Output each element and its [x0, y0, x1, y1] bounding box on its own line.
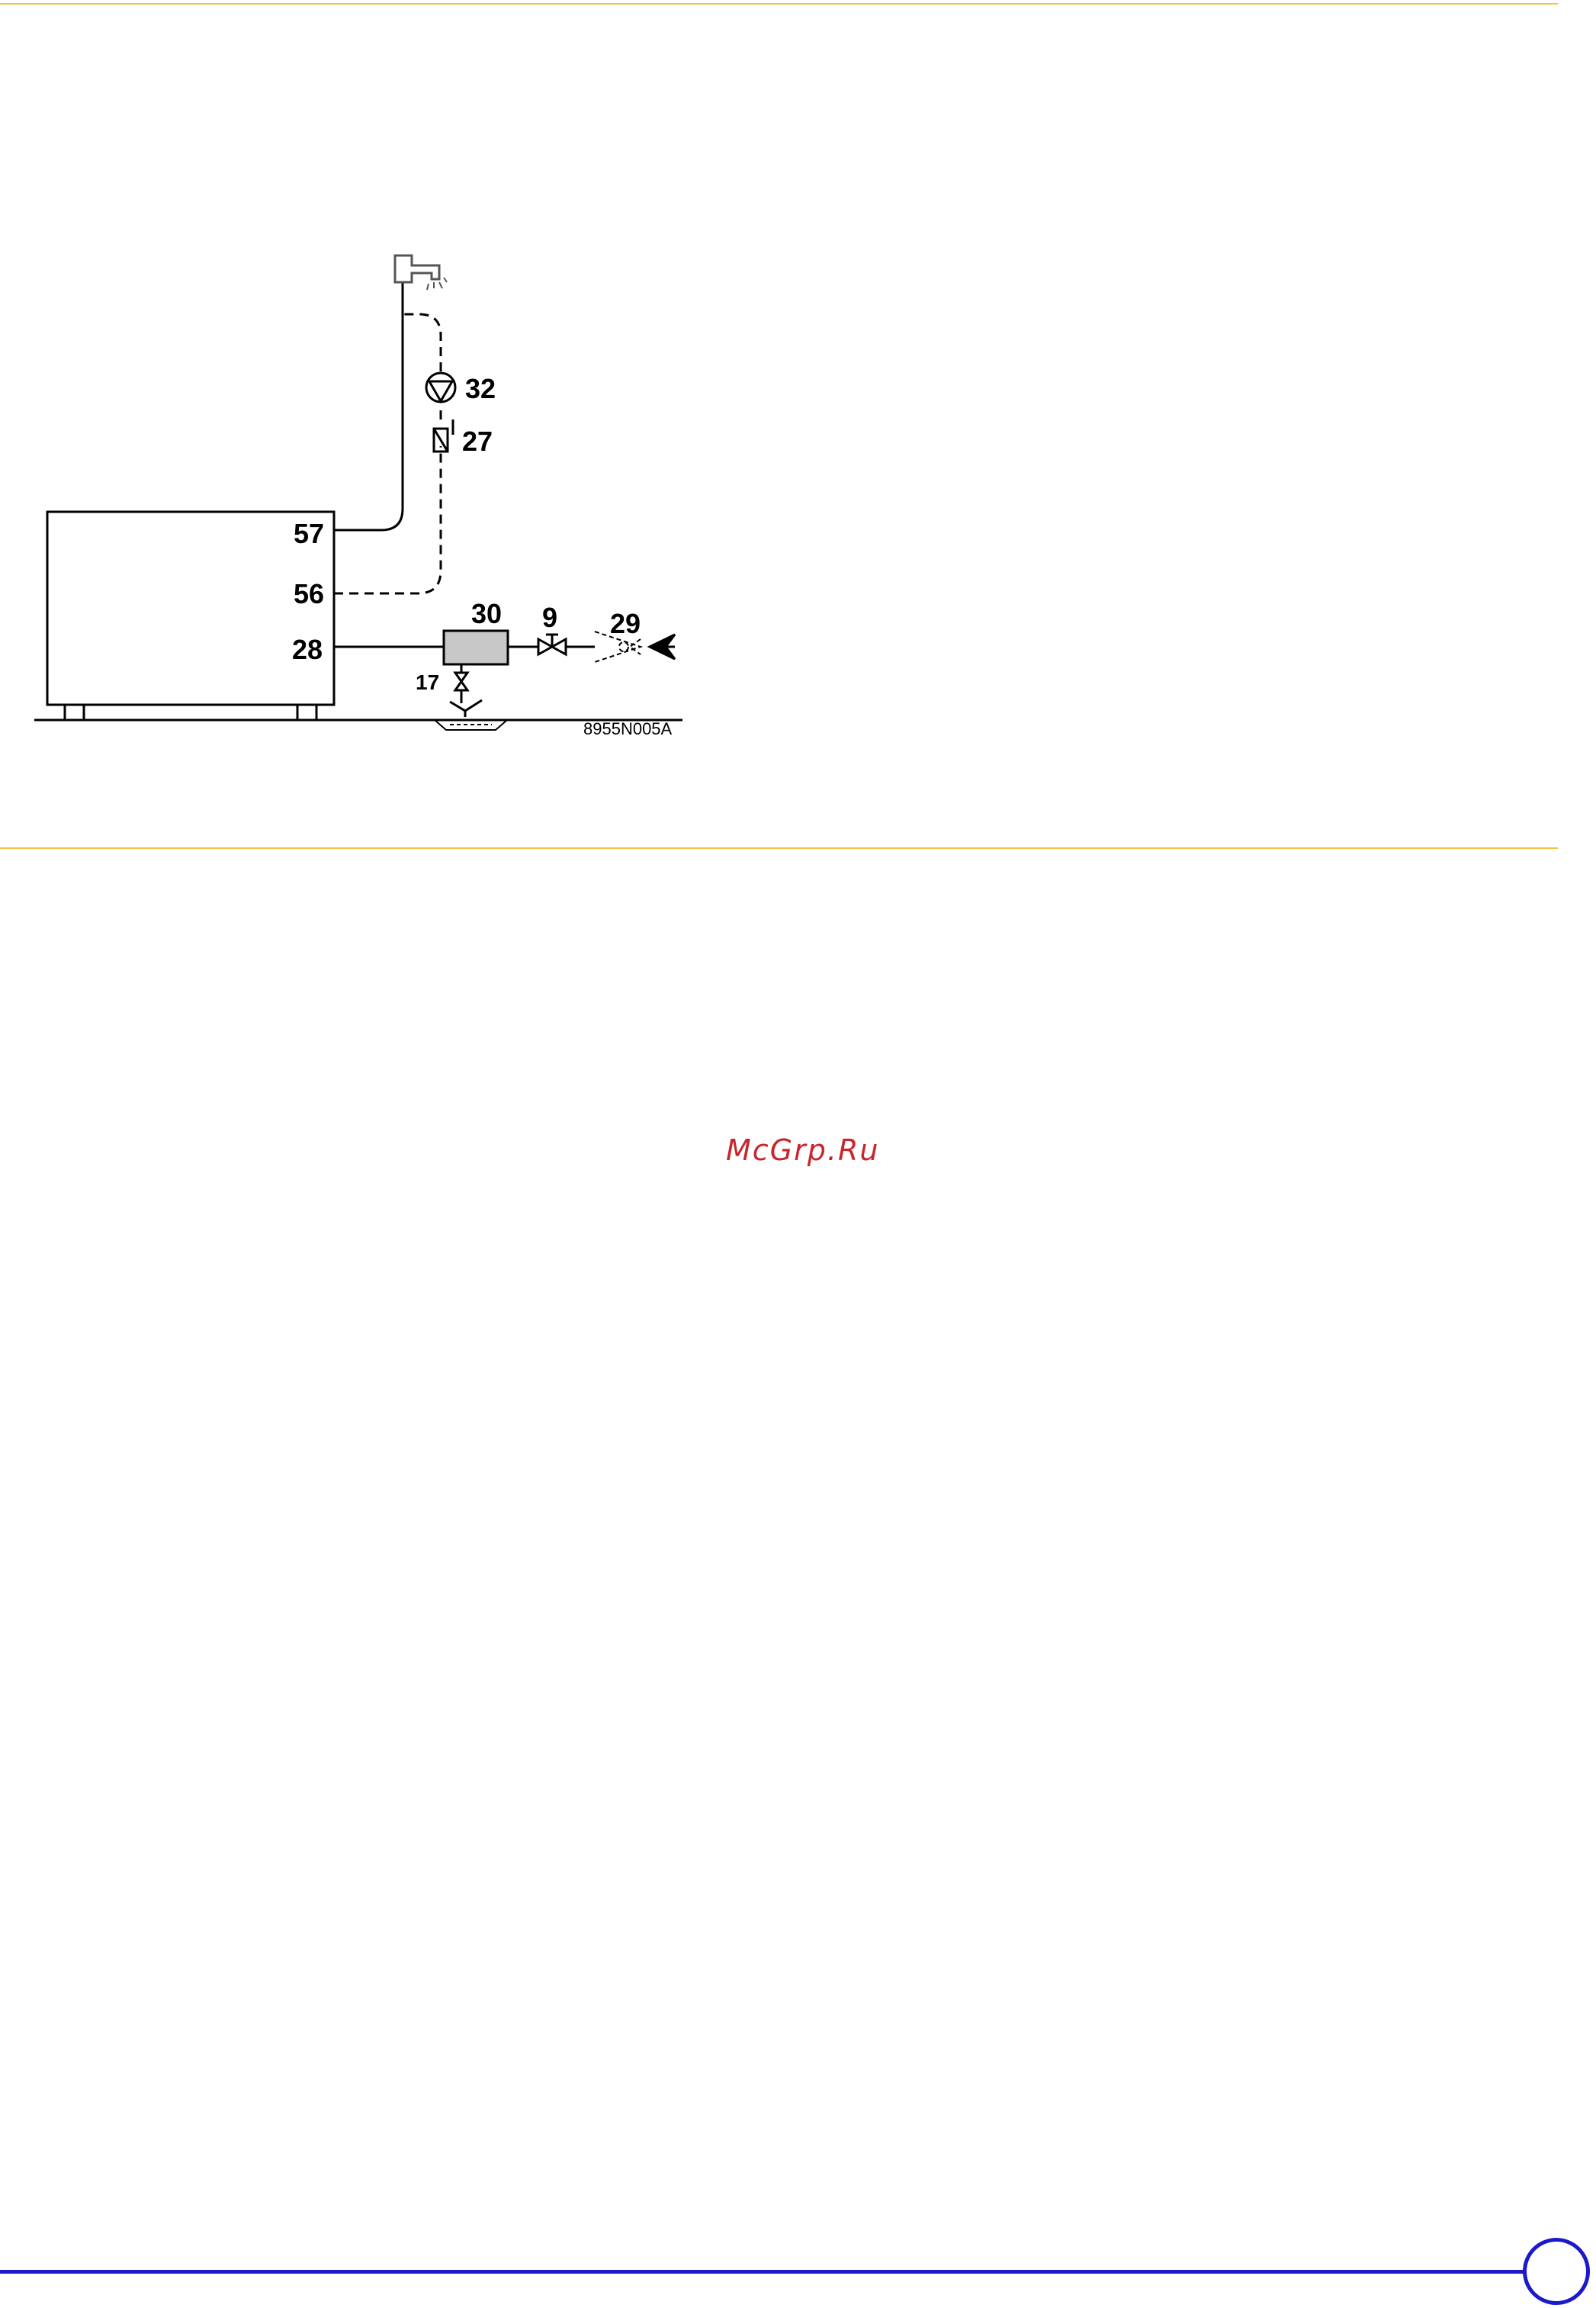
label-32: 32 — [465, 373, 496, 404]
boiler-unit — [47, 512, 334, 705]
boiler-foot-right — [297, 705, 316, 720]
label-30: 30 — [471, 598, 502, 629]
check-valve-icon — [434, 419, 453, 452]
drain-valve-icon — [450, 664, 482, 717]
filter-30 — [444, 631, 508, 664]
footer-line — [0, 2270, 1533, 2274]
page-number-circle — [1523, 2238, 1590, 2305]
label-56: 56 — [294, 578, 324, 609]
label-17: 17 — [416, 670, 439, 694]
label-28: 28 — [292, 634, 323, 665]
plumbing-diagram: 57 56 28 32 27 30 9 29 17 8955N005A — [0, 0, 1596, 839]
recirculation-pipe-56 — [334, 446, 441, 593]
label-9: 9 — [542, 602, 557, 633]
watermark: McGrp.Ru — [726, 1133, 955, 1167]
label-57: 57 — [294, 518, 324, 549]
hot-water-pipe-57 — [334, 282, 403, 530]
label-29: 29 — [610, 608, 641, 639]
circulation-pump-icon — [426, 373, 455, 402]
shutoff-valve-icon — [538, 635, 566, 654]
label-27: 27 — [462, 426, 493, 457]
reference-code: 8955N005A — [583, 719, 673, 738]
section-rule — [0, 847, 1558, 849]
boiler-foot-left — [65, 705, 84, 720]
